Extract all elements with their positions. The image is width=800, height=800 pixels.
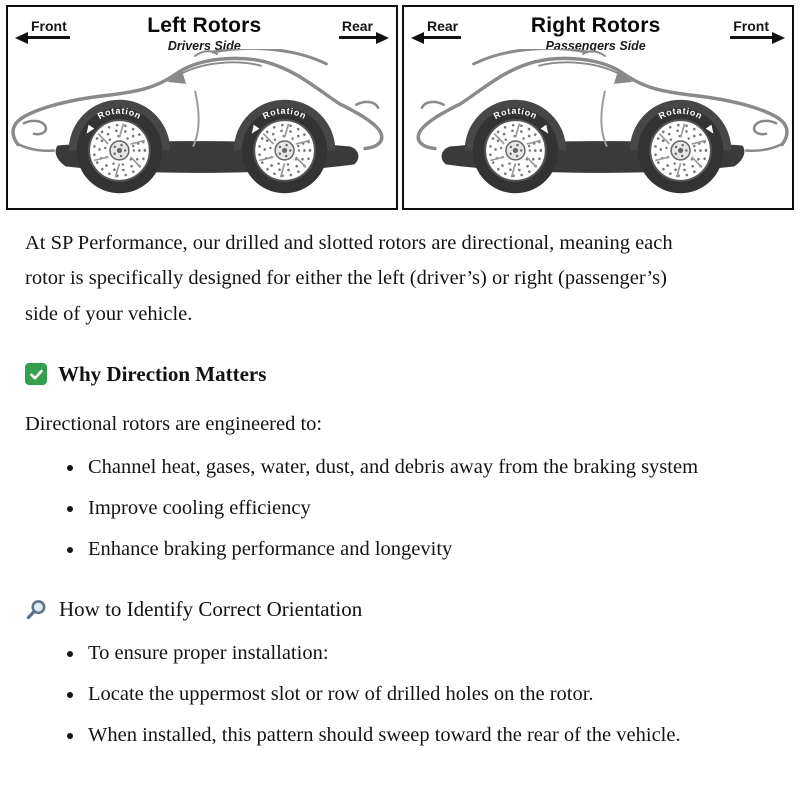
orientation-list: To ensure proper installation: Locate th… (25, 637, 775, 753)
panel-title: Left Rotors (147, 14, 262, 37)
list-item: When installed, this pattern should swee… (85, 719, 725, 752)
left-car-illustration: Rotation Rotation (8, 49, 396, 195)
direction-text: Front (733, 18, 769, 34)
svg-text:Rotation: Rotation (261, 106, 308, 122)
benefits-list: Channel heat, gases, water, dust, and de… (25, 451, 775, 567)
svg-text:Rotation: Rotation (657, 106, 704, 122)
front-rotor (636, 106, 725, 195)
rear-direction-label: Rear (411, 17, 462, 44)
list-item: Channel heat, gases, water, dust, and de… (85, 451, 725, 484)
rotation-arrow-icon (705, 124, 714, 134)
direction-text: Rear (341, 18, 373, 34)
right-panel-header: Rear Right Rotors Passengers Side Front (404, 7, 792, 53)
section-heading-why-direction-matters: Why Direction Matters (25, 362, 775, 387)
rotation-arrow-icon (86, 124, 95, 134)
section-title: How to Identify Correct Orientation (59, 596, 363, 621)
rotation-label: Rotation (492, 106, 539, 122)
section-heading-orientation: How to Identify Correct Orientation (25, 597, 775, 622)
left-panel-header: Front Left Rotors Drivers Side Rear (8, 7, 396, 53)
rotation-arrow-icon (251, 124, 260, 134)
intro-paragraph: At SP Performance, our drilled and slott… (25, 232, 673, 325)
left-rotors-panel: Front Left Rotors Drivers Side Rear (6, 5, 398, 211)
direction-text: Front (31, 18, 67, 34)
list-item: Locate the uppermost slot or row of dril… (85, 678, 725, 711)
left-arrow-icon (411, 32, 424, 44)
rotation-label: Rotation (261, 106, 308, 122)
front-direction-label: Front (15, 17, 70, 44)
panel-title: Right Rotors (530, 14, 661, 37)
svg-text:Rotation: Rotation (96, 106, 143, 122)
rotor-direction-diagram: Front Left Rotors Drivers Side Rear (6, 5, 794, 211)
right-arrow-icon (376, 32, 389, 44)
article-body: At SP Performance, our drilled and slott… (0, 210, 800, 790)
rear-rotor (240, 106, 329, 195)
section-title: Why Direction Matters (58, 361, 267, 386)
front-rotor (75, 106, 164, 195)
right-car-illustration: Rotation Rotation (404, 49, 792, 195)
list-item: To ensure proper installation: (85, 637, 725, 670)
check-mark-icon (25, 363, 47, 386)
right-rotors-panel: Rear Right Rotors Passengers Side Front … (402, 5, 794, 211)
magnifier-icon (25, 598, 48, 621)
rear-rotor (471, 106, 560, 195)
svg-text:Rotation: Rotation (492, 106, 539, 122)
rotation-label: Rotation (96, 106, 143, 122)
front-direction-label: Front (730, 17, 785, 44)
list-item: Enhance braking performance and longevit… (85, 533, 725, 566)
rear-direction-label: Rear (338, 17, 389, 44)
rotation-label: Rotation (657, 106, 704, 122)
rotation-arrow-icon (540, 124, 549, 134)
left-arrow-icon (15, 32, 28, 44)
direction-text: Rear (427, 18, 459, 34)
right-arrow-icon (772, 32, 785, 44)
list-item: Improve cooling efficiency (85, 492, 725, 525)
section-lead: Directional rotors are engineered to: (25, 412, 323, 435)
